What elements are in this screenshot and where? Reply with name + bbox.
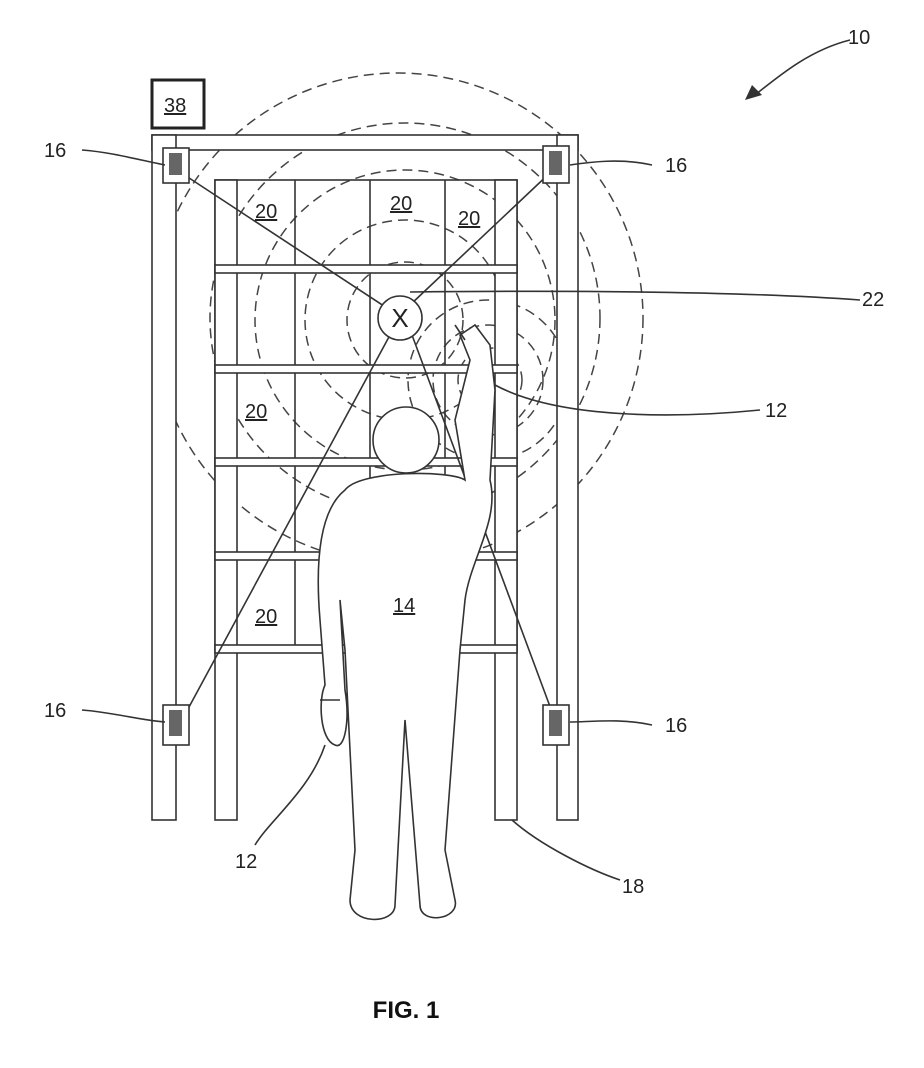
target-location-marker <box>377 295 423 341</box>
label-bin: 20 <box>245 401 267 423</box>
label-bin: 20 <box>255 606 277 628</box>
label-sensor-bottom-left: 16 <box>44 700 66 722</box>
sensor-bottom-right <box>542 704 570 746</box>
label-bin: 20 <box>458 208 480 230</box>
figure-caption: FIG. 1 <box>373 997 440 1024</box>
leader-lines <box>81 39 861 881</box>
label-sensor-top-left: 16 <box>44 140 66 162</box>
label-target-location: 22 <box>862 289 884 311</box>
label-sensor-bottom-right: 16 <box>665 715 687 737</box>
label-bin: 20 <box>255 201 277 223</box>
label-sensor-top-right: 16 <box>665 155 687 177</box>
label-bin: 20 <box>390 193 412 215</box>
person <box>317 323 496 921</box>
label-tag-raised-hand: 12 <box>765 400 787 422</box>
controller-box <box>150 78 206 130</box>
target-mark: X <box>391 303 408 333</box>
label-tag-lower-hand: 12 <box>235 851 257 873</box>
label-rack: 18 <box>622 876 644 898</box>
sensor-top-left <box>162 147 190 184</box>
label-system: 10 <box>848 27 870 49</box>
label-person: 14 <box>393 595 415 617</box>
rack-frame <box>151 134 579 821</box>
sensor-bottom-left <box>162 704 190 746</box>
sensor-top-right <box>542 145 570 184</box>
label-controller: 38 <box>164 95 186 117</box>
